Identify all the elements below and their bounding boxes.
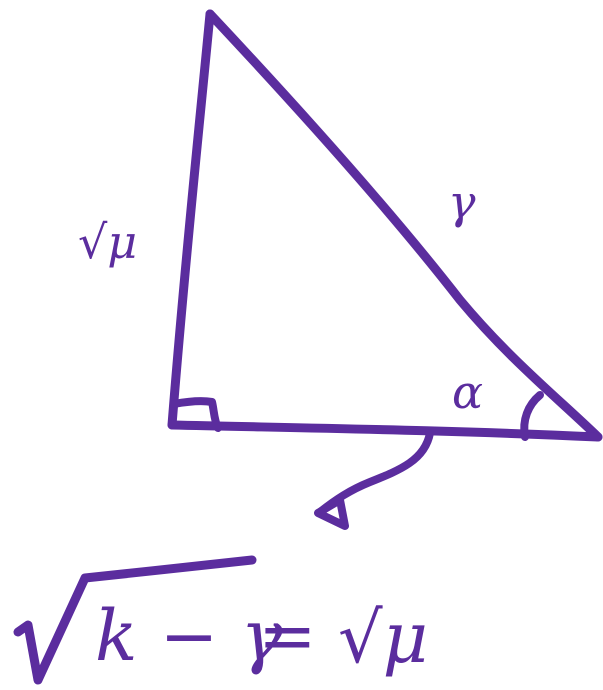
right-triangle [167,9,603,442]
equation: k − γ = √μ [13,555,428,685]
equation-right-side: √μ [338,597,428,679]
triangle-vertical-leg [167,9,215,430]
equation-radicand: k − γ [95,595,283,677]
right-angle-marker [170,397,222,432]
base-arrow [314,429,434,530]
radical-sign [13,555,257,685]
angle-arc [520,391,544,441]
vertical-side-label: √μ [78,215,137,269]
triangle-base [167,420,603,442]
arrow-head [314,496,349,530]
equation-equals: = [258,595,317,677]
hypotenuse-label: γ [448,175,476,229]
triangle-hypotenuse [205,9,603,442]
angle-label: α [452,365,483,419]
